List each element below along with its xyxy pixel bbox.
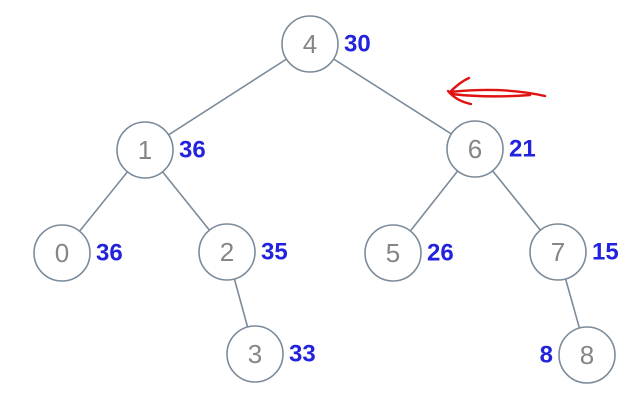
tree-node-8 <box>558 326 616 384</box>
tree-node-2 <box>198 223 256 281</box>
tree-node-annotation-4: 30 <box>344 31 371 58</box>
tree-node-value-3: 3 <box>248 339 262 369</box>
tree-node-annotation-8: 8 <box>540 342 553 369</box>
tree-node-annotation-5: 26 <box>427 240 454 267</box>
tree-node-6 <box>446 120 504 178</box>
tree-node-4 <box>281 15 339 73</box>
tree-node-5 <box>364 224 422 282</box>
tree-node-annotation-0: 36 <box>96 240 123 267</box>
red-arrow-stroke-3 <box>449 92 532 98</box>
tree-node-annotation-3: 33 <box>289 341 316 368</box>
red-arrow-annotation <box>446 76 547 106</box>
tree-node-annotation-2: 35 <box>261 239 288 266</box>
tree-node-value-2: 2 <box>220 237 234 267</box>
tree-node-value-0: 0 <box>55 238 69 268</box>
tree-node-annotation-6: 21 <box>509 136 536 163</box>
tree-node-value-7: 7 <box>551 237 565 267</box>
tree-node-value-4: 4 <box>303 29 317 59</box>
red-arrow-stroke-2 <box>446 89 473 106</box>
tree-node-value-1: 1 <box>138 135 152 165</box>
tree-node-1 <box>116 121 174 179</box>
tree-node-7 <box>529 223 587 281</box>
red-arrow-stroke-0 <box>448 88 547 98</box>
tree-node-value-8: 8 <box>580 340 594 370</box>
nodes-layer: 4 1 6 0 2 5 7 3 8 <box>33 15 616 384</box>
tree-node-annotation-1: 36 <box>179 137 206 164</box>
tree-node-value-5: 5 <box>386 238 400 268</box>
tree-node-3 <box>226 325 284 383</box>
red-arrow-stroke-1 <box>448 76 471 94</box>
tree-node-value-6: 6 <box>468 134 482 164</box>
tree-edge-4-1 <box>144 43 311 151</box>
tree-node-0 <box>33 224 91 282</box>
tree-edge-4-6 <box>309 43 476 150</box>
tree-node-annotation-7: 15 <box>592 239 619 266</box>
